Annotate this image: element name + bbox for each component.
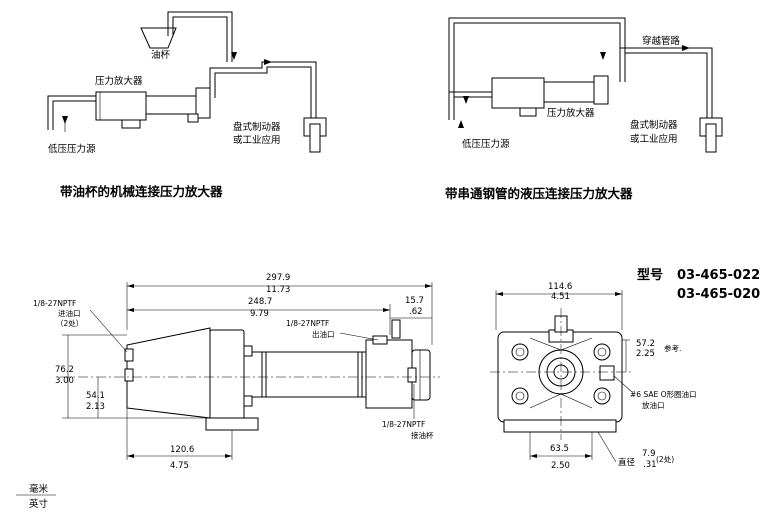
units-metric: 毫米 (29, 483, 49, 495)
inlet-pipe (47, 95, 96, 130)
height-in: 3.00 (55, 376, 74, 386)
ref-label: 参考. (664, 343, 681, 353)
disc-brake-label-4: 或工业应用 (630, 133, 678, 145)
amplifier-label: 压力放大器 (95, 75, 143, 87)
ref-in: 2.25 (636, 349, 655, 359)
cup-port-label-2: 接油杯 (411, 430, 434, 440)
amplifier-body (95, 87, 211, 129)
crossover-label: 穿越管路 (642, 35, 681, 47)
disc-brake-label-1: 盘式制动器 (233, 121, 281, 133)
outlet-port-label-2: 出油口 (312, 329, 335, 339)
disc-brake-label-2: 或工业应用 (233, 134, 281, 146)
inlet-port-label-1: 1/8-27NPTF (33, 299, 76, 308)
low-pressure-label: 低压压力源 (48, 143, 96, 155)
offset-in: .62 (409, 307, 423, 317)
end-view-body (497, 315, 623, 433)
bleed-label-2: 放油口 (642, 400, 665, 410)
model-label: 型号 (637, 267, 663, 283)
length-mm: 248.7 (248, 297, 272, 307)
amplifier-label-2: 压力放大器 (547, 107, 595, 119)
base-in: 4.75 (170, 461, 189, 471)
bolt-mm: 63.5 (550, 444, 569, 454)
mechanical-connection-schematic: 油杯 低压压力源 压力放大器 盘式制动器 或工业应用 带油杯的机械连接压力放大器 (47, 11, 327, 199)
arrow-down-icon-2 (600, 52, 606, 60)
outlet-pipe (209, 61, 317, 118)
center-in: 2.13 (86, 402, 105, 412)
base-mm: 120.6 (170, 445, 194, 455)
amplifier-body-2 (491, 75, 609, 117)
units-legend: 毫米 英寸 (16, 483, 56, 510)
bolt-in: 2.50 (551, 461, 570, 471)
model-number-1: 03-465-022 (677, 268, 760, 283)
inlet-port-label-3: （2处） (56, 318, 83, 328)
low-pressure-label-2: 低压压力源 (462, 138, 510, 150)
dia-mm: 7.9 (642, 449, 656, 459)
side-view-body (124, 319, 431, 431)
arrow-right-icon (264, 59, 272, 65)
offset-mm: 15.7 (405, 296, 424, 306)
model-number-2: 03-465-020 (677, 287, 760, 302)
arrow-down-icon (231, 52, 237, 60)
arrow-right-icon-2 (682, 45, 690, 51)
disc-brake-label-3: 盘式制动器 (630, 119, 678, 131)
units-imperial: 英寸 (29, 498, 49, 510)
bleed-label-1: #6 SAE O形圈油口 (630, 389, 697, 399)
center-mm: 54.1 (86, 391, 105, 401)
width-mm: 114.6 (548, 282, 572, 292)
end-view-drawing: 114.6 4.51 57.2 2.25 参考. #6 SAE O形 (490, 282, 697, 471)
arrow-up-icon-2 (458, 120, 464, 128)
caption-left: 带油杯的机械连接压力放大器 (60, 184, 223, 199)
inlet-port-label-2: 进油口 (58, 308, 81, 318)
dia-label: 直径 (618, 457, 636, 468)
overall-mm: 297.9 (266, 273, 290, 283)
model-number: 型号 03-465-022 03-465-020 (637, 267, 760, 302)
ref-mm: 57.2 (636, 339, 655, 349)
width-in: 4.51 (551, 292, 570, 302)
disc-brake-icon (303, 117, 327, 153)
oil-cup-pipe (167, 11, 233, 62)
cup-port-label-1: 1/8-27NPTF (382, 420, 425, 429)
dia-in: .31 (643, 460, 657, 470)
side-view-drawing: 297.9 11.73 248.7 9.79 15.7 .62 (33, 273, 440, 471)
dia-count: (2处) (656, 454, 674, 464)
caption-right: 带串通钢管的液压连接压力放大器 (445, 186, 633, 201)
arrow-down-icon (463, 96, 469, 104)
height-mm: 76.2 (55, 365, 74, 375)
oil-cup-label: 油杯 (151, 49, 171, 61)
disc-brake-icon-2 (699, 117, 723, 153)
hydraulic-connection-schematic: 穿越管路 压力放大器 低压压力源 盘式制动器 或工业应用 带串通钢管的液压连接压… (445, 17, 723, 201)
overall-in: 11.73 (266, 285, 290, 295)
length-in: 9.79 (250, 309, 269, 319)
oil-cup-icon (140, 27, 177, 49)
outlet-port-label-1: 1/8-27NPTF (286, 319, 329, 328)
